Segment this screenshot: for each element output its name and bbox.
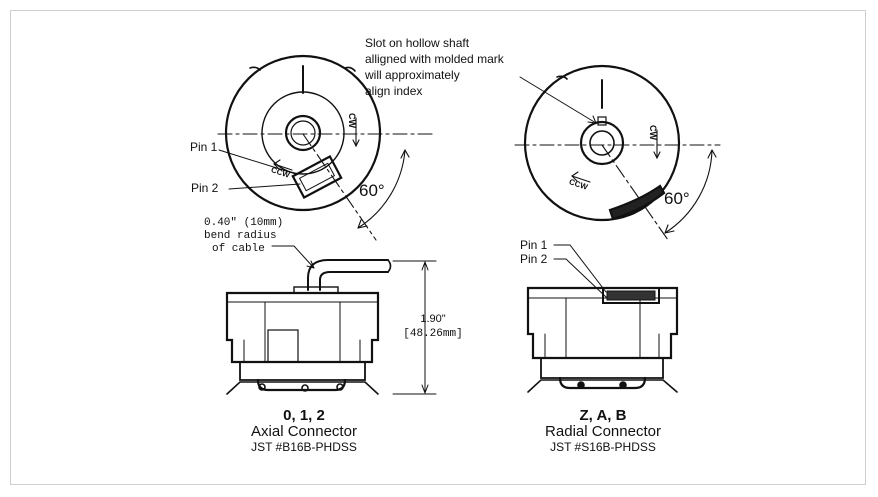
left-pin2-label: Pin 2 xyxy=(191,181,219,195)
callout-line-3: will approximately xyxy=(364,68,460,82)
left-angle-label: 60° xyxy=(359,181,385,200)
right-angle-label: 60° xyxy=(664,189,690,208)
left-pin1-label: Pin 1 xyxy=(190,140,218,154)
bend-line-2: bend radius xyxy=(204,230,277,242)
callout-line-4: align index xyxy=(365,84,422,98)
left-part-number: JST #B16B-PHDSS xyxy=(251,440,357,454)
callout-line-1: Slot on hollow shaft xyxy=(365,36,470,50)
left-cw-label: CW xyxy=(347,113,357,128)
dimension-mm: [48.26mm] xyxy=(403,328,462,340)
right-ccw-label: CCW xyxy=(568,177,589,192)
bend-line-3: of cable xyxy=(212,243,265,255)
right-title: Z, A, B xyxy=(580,407,627,424)
right-part-number: JST #S16B-PHDSS xyxy=(550,440,656,454)
right-top-view xyxy=(514,64,721,241)
left-top-view xyxy=(217,54,433,241)
bend-line-1: 0.40" (10mm) xyxy=(204,217,283,229)
drawing-frame xyxy=(10,10,866,485)
right-cw-label: CW xyxy=(648,125,658,140)
callout-line-2: alligned with molded mark xyxy=(365,52,505,66)
right-side-view xyxy=(526,244,679,393)
dimension-inches: 1.90" xyxy=(420,313,445,325)
left-ccw-label: CCW xyxy=(270,165,291,180)
left-title: 0, 1, 2 xyxy=(283,407,325,424)
right-pin2-label: Pin 2 xyxy=(520,252,548,266)
left-side-view xyxy=(225,245,437,395)
left-subtitle: Axial Connector xyxy=(251,423,357,440)
right-pin1-label: Pin 1 xyxy=(520,238,548,252)
right-labels: Pin 1 Pin 2 60° CW CCW Z, A, B Radial Co… xyxy=(520,125,690,454)
right-subtitle: Radial Connector xyxy=(545,423,661,440)
callout-text: Slot on hollow shaft alligned with molde… xyxy=(364,36,505,98)
